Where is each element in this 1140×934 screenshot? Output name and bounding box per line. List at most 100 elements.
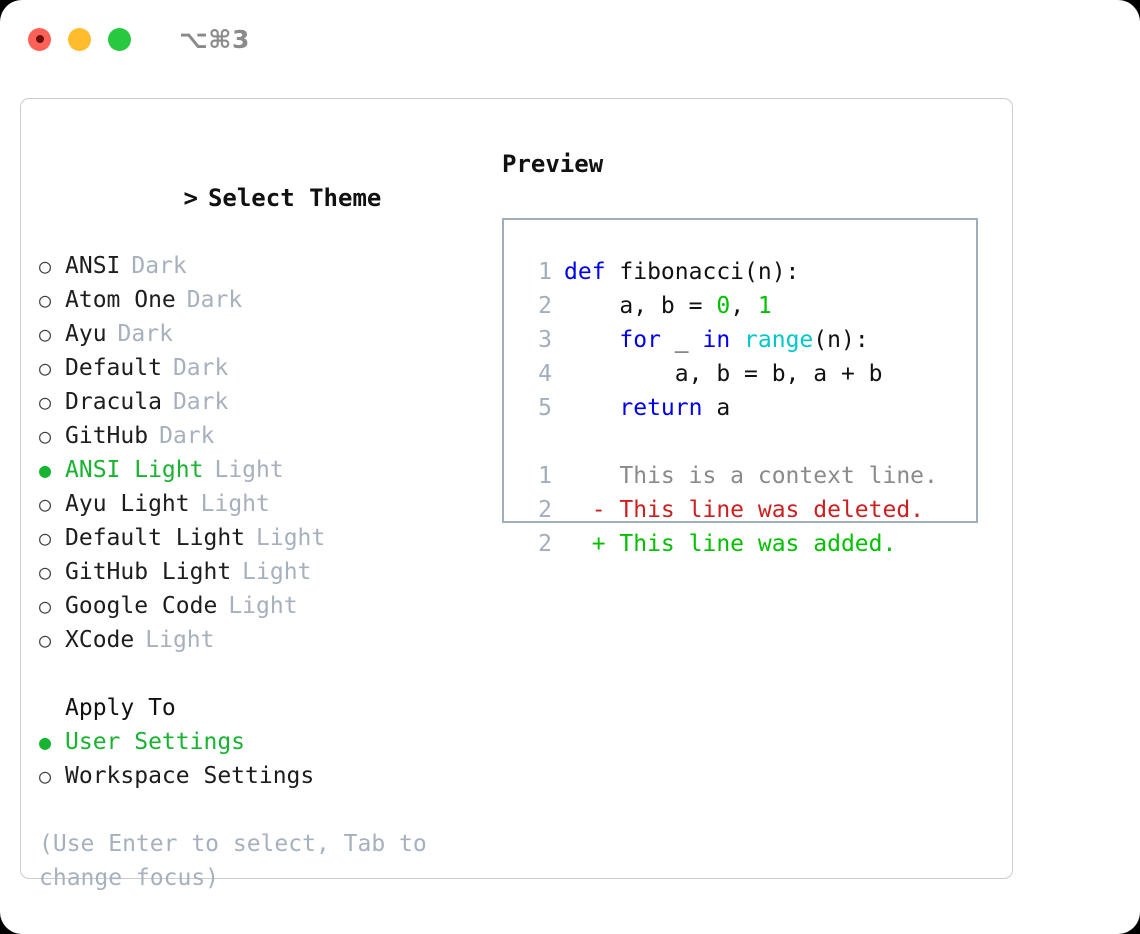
code-token: for	[619, 327, 661, 353]
code-token: ,	[730, 293, 758, 319]
code-line: 5 return a	[518, 391, 976, 425]
theme-name: Ayu	[65, 321, 107, 347]
code-token: 1	[757, 293, 772, 319]
code-line: 2 a, b = 0, 1	[518, 289, 976, 323]
diff-text: + This line was added.	[564, 531, 897, 557]
code-token: _	[660, 327, 703, 353]
recording-dot-icon	[35, 35, 44, 43]
theme-kind-label: Dark	[131, 253, 187, 279]
diff-line: 1 This is a context line.	[518, 459, 976, 493]
code-line: 3 for _ in range(n):	[518, 323, 976, 357]
apply-to-option-label: Workspace Settings	[65, 763, 315, 789]
line-number: 5	[538, 395, 552, 421]
theme-name: Ayu Light	[65, 491, 190, 517]
diff-sample: 1 This is a context line.2 - This line w…	[518, 459, 976, 561]
code-token: (n):	[813, 327, 869, 353]
code-spacer	[518, 425, 976, 459]
theme-kind-label: Light	[228, 593, 298, 619]
theme-kind-label: Light	[200, 491, 270, 517]
theme-kind-label: Dark	[159, 423, 215, 449]
theme-kind-label: Light	[256, 525, 326, 551]
code-line: 1 def fibonacci(n):	[518, 255, 976, 289]
code-token	[564, 327, 619, 353]
code-text: a, b = 0, 1	[564, 289, 772, 323]
caret-icon: >	[183, 184, 198, 212]
radio-selected-icon: ●	[39, 730, 52, 754]
code-token: a, b =	[564, 293, 717, 319]
radio-selected-icon: ●	[39, 458, 52, 482]
theme-name: Default	[65, 355, 162, 381]
code-token: def	[564, 259, 606, 285]
line-number: 1	[538, 259, 552, 285]
line-number: 2	[538, 293, 552, 319]
radio-unselected-icon: ○	[39, 254, 52, 278]
preview-header: Preview	[502, 150, 604, 178]
radio-unselected-icon: ○	[39, 288, 52, 312]
theme-name: Google Code	[65, 593, 218, 619]
code-text: def fibonacci(n):	[564, 255, 799, 289]
theme-list-header: > Select Theme	[39, 147, 489, 249]
code-text: a, b = b, a + b	[564, 357, 883, 391]
theme-kind-label: Light	[214, 457, 284, 483]
radio-unselected-icon: ○	[39, 764, 52, 788]
code-token	[564, 395, 619, 421]
line-number: 1	[538, 463, 552, 489]
code-token: 0	[716, 293, 731, 319]
diff-line: 2 + This line was added.	[518, 527, 976, 561]
code-line: 4 a, b = b, a + b	[518, 357, 976, 391]
line-number: 3	[538, 327, 552, 353]
theme-name: Atom One	[65, 287, 176, 313]
theme-kind-label: Light	[145, 627, 215, 653]
theme-list-item[interactable]: ○ Atom One Dark	[39, 283, 489, 317]
apply-to-option[interactable]: ○ Workspace Settings	[39, 759, 489, 793]
theme-kind-label: Dark	[117, 321, 173, 347]
radio-unselected-icon: ○	[39, 322, 52, 346]
code-token	[730, 327, 744, 353]
minimize-button[interactable]	[68, 27, 91, 51]
theme-list-item[interactable]: ○ GitHub Dark	[39, 419, 489, 453]
theme-kind-label: Dark	[186, 287, 243, 313]
apply-to-option-label: User Settings	[65, 729, 246, 755]
theme-list-item[interactable]: ○ Ayu Dark	[39, 317, 489, 351]
theme-name: Default Light	[65, 525, 246, 551]
code-token: return	[619, 395, 703, 421]
diff-text: - This line was deleted.	[564, 497, 925, 523]
maximize-button[interactable]	[108, 27, 131, 51]
close-button[interactable]	[28, 27, 51, 51]
theme-list-header-label: Select Theme	[207, 184, 382, 212]
window-controls	[28, 27, 131, 51]
theme-name: GitHub	[65, 423, 149, 449]
code-token: fibonacci(n):	[605, 259, 800, 285]
diff-line: 2 - This line was deleted.	[518, 493, 976, 527]
apply-to-list: ● User Settings ○ Workspace Settings	[39, 725, 489, 793]
shortcut-label: ⌥⌘3	[179, 24, 250, 54]
radio-unselected-icon: ○	[39, 390, 52, 414]
keyboard-hint: (Use Enter to select, Tab to change focu…	[39, 831, 427, 891]
theme-name: ANSI	[65, 253, 121, 279]
theme-list-item[interactable]: ○ ANSI Dark	[39, 249, 489, 283]
radio-unselected-icon: ○	[39, 424, 52, 448]
apply-to-option[interactable]: ● User Settings	[39, 725, 489, 759]
code-token: a	[702, 395, 731, 421]
line-number: 2	[538, 497, 552, 523]
theme-name: XCode	[65, 627, 135, 653]
line-number: 4	[538, 361, 552, 387]
theme-kind-label: Dark	[172, 389, 229, 415]
list-spacer	[39, 657, 489, 691]
code-text: for _ in range(n):	[564, 323, 869, 357]
radio-unselected-icon: ○	[39, 560, 52, 584]
